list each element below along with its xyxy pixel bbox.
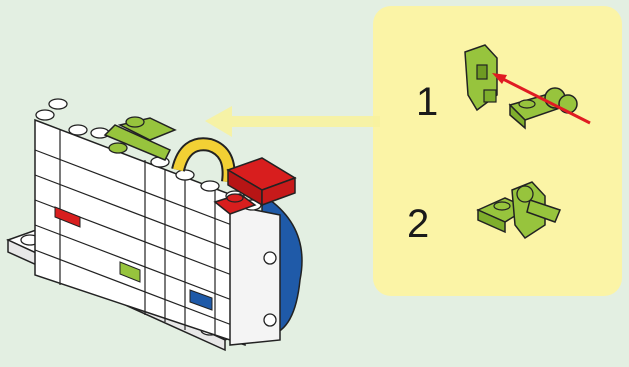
step-2-part	[478, 182, 560, 238]
pointer-arrow-icon	[205, 106, 380, 137]
